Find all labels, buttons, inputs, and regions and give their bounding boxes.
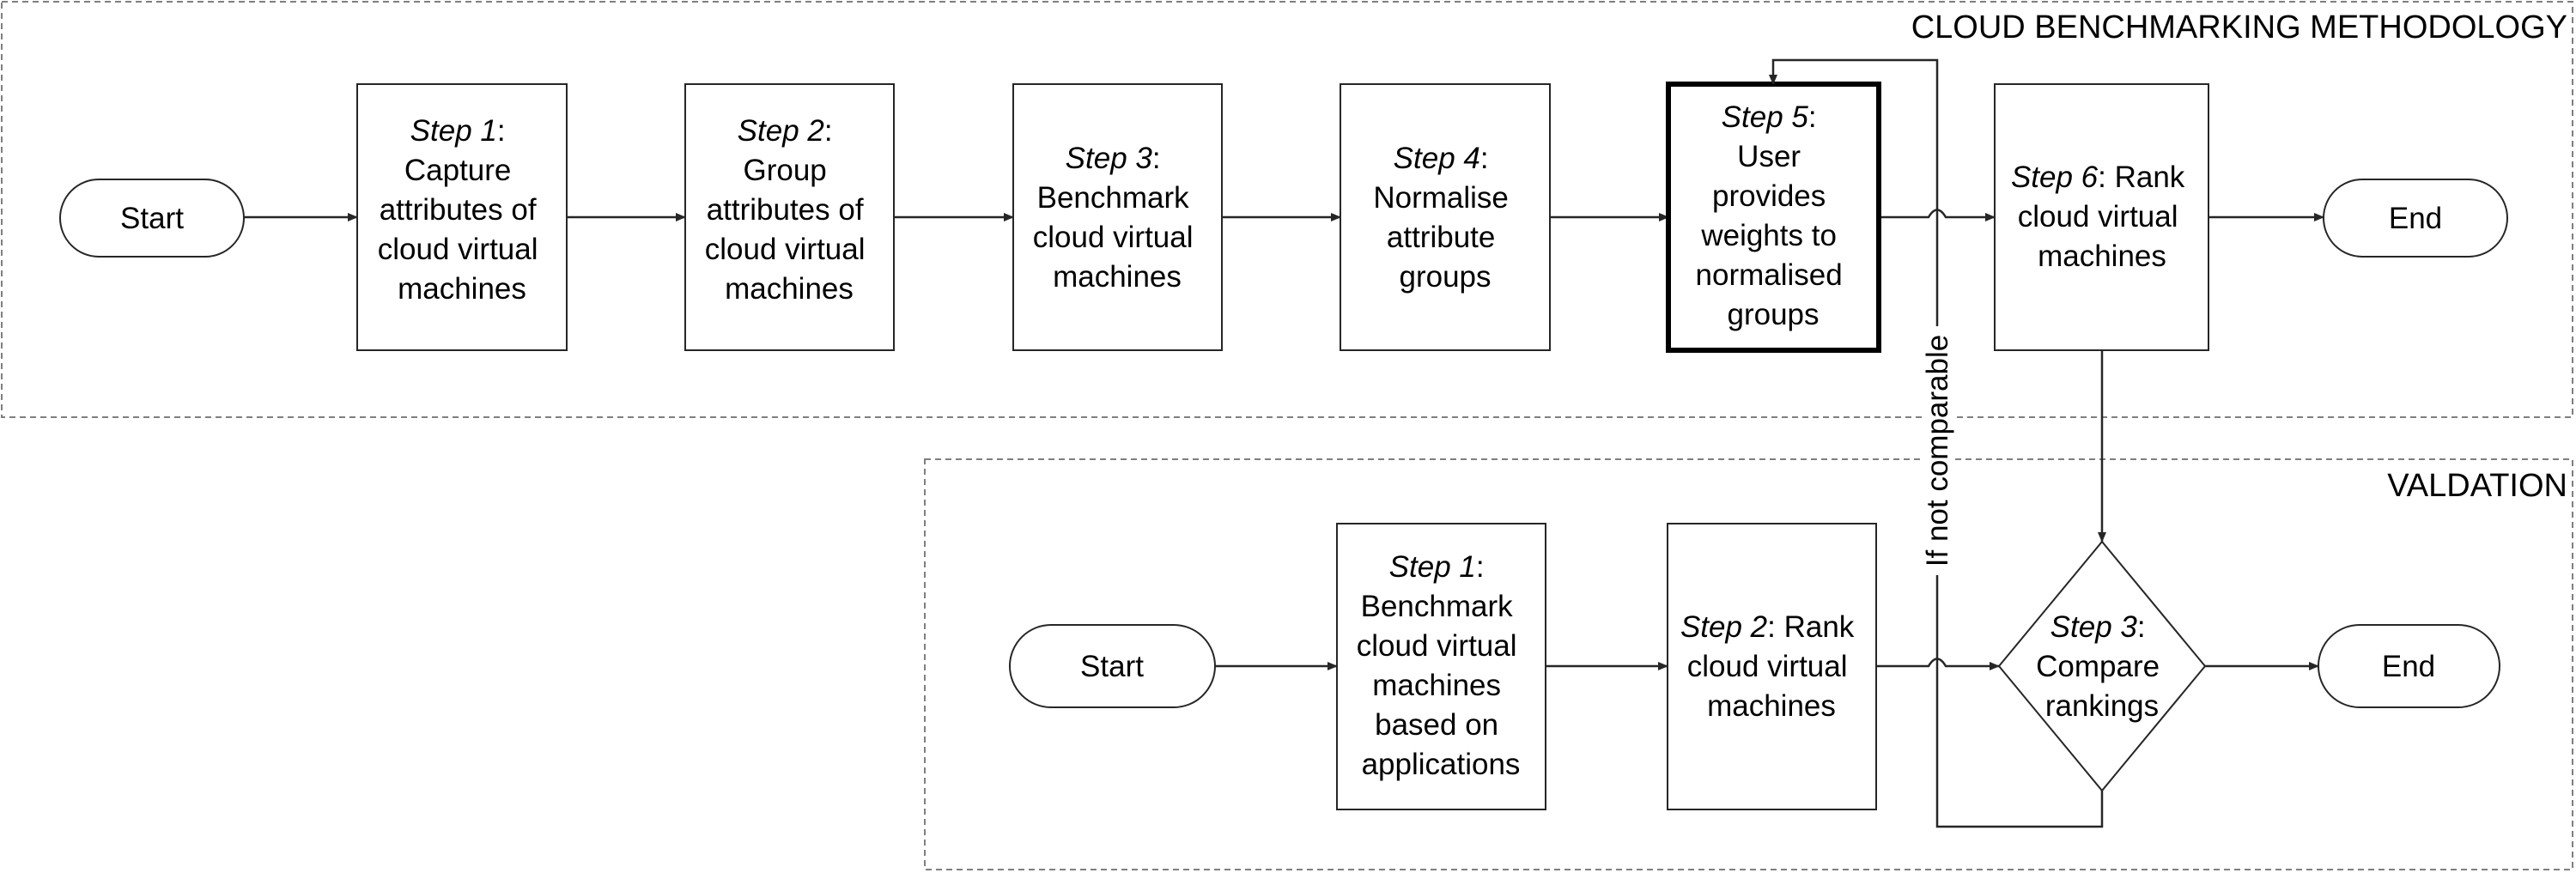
val-step3-decision bbox=[1997, 540, 2207, 792]
bench-step1-box bbox=[356, 83, 568, 351]
bench-end-label: End bbox=[2389, 202, 2442, 235]
bench-step2-box bbox=[684, 83, 895, 351]
bench-step4-title: Step 4 bbox=[1394, 142, 1480, 175]
bench-step3-text: Step 3: Benchmark cloud virtual machines bbox=[1033, 142, 1202, 294]
bench-step6-box bbox=[1994, 83, 2209, 351]
bench-step2-title: Step 2 bbox=[738, 114, 824, 148]
bench-step3-box bbox=[1012, 83, 1223, 351]
val-step2-title: Step 2 bbox=[1680, 610, 1767, 644]
val-step3-text: Step 3: Compare rankings bbox=[2036, 610, 2168, 723]
loop-label: If not comparable bbox=[1921, 335, 1954, 567]
bench-step3-title: Step 3 bbox=[1066, 142, 1153, 175]
val-end-label: End bbox=[2382, 650, 2435, 683]
loop-label-backdrop bbox=[1922, 326, 1953, 575]
bench-step5-box bbox=[1666, 82, 1881, 353]
bench-start-terminator bbox=[59, 179, 245, 258]
val-step1-text: Step 1: Benchmark cloud virtual machines… bbox=[1357, 550, 1526, 781]
benchmarking-section-title: CLOUD BENCHMARKING METHODOLOGY bbox=[1911, 9, 2567, 45]
validation-section-title: VALDATION bbox=[2387, 468, 2567, 504]
bench-start-label: Start bbox=[120, 202, 184, 235]
bench-step4-box bbox=[1340, 83, 1551, 351]
bench-step1-text: Step 1: Capture attributes of cloud virt… bbox=[378, 114, 547, 306]
val-start-terminator bbox=[1009, 624, 1216, 708]
val-step1-title: Step 1 bbox=[1389, 550, 1476, 584]
val-step3-title: Step 3 bbox=[2050, 610, 2138, 644]
validation-section-frame bbox=[924, 458, 2573, 870]
bench-step4-text: Step 4: Normalise attribute groups bbox=[1373, 142, 1516, 294]
bench-step1-title: Step 1 bbox=[410, 114, 497, 148]
val-step2-box bbox=[1667, 523, 1877, 810]
val-end-terminator bbox=[2318, 624, 2500, 708]
val-start-label: Start bbox=[1080, 650, 1144, 683]
bench-step2-text: Step 2: Group attributes of cloud virtua… bbox=[705, 114, 874, 306]
bench-end-terminator bbox=[2323, 179, 2508, 258]
val-step2-text: Step 2: Rank cloud virtual machines bbox=[1680, 610, 1862, 723]
bench-step5-text: Step 5: User provides weights to normali… bbox=[1696, 100, 1851, 331]
bench-step6-title: Step 6 bbox=[2011, 161, 2099, 194]
bench-step5-title: Step 5 bbox=[1722, 100, 1809, 134]
benchmarking-section-frame bbox=[1, 1, 2573, 418]
bench-step6-text: Step 6: Rank cloud virtual machines bbox=[2011, 161, 2193, 273]
val-step1-box bbox=[1336, 523, 1546, 810]
